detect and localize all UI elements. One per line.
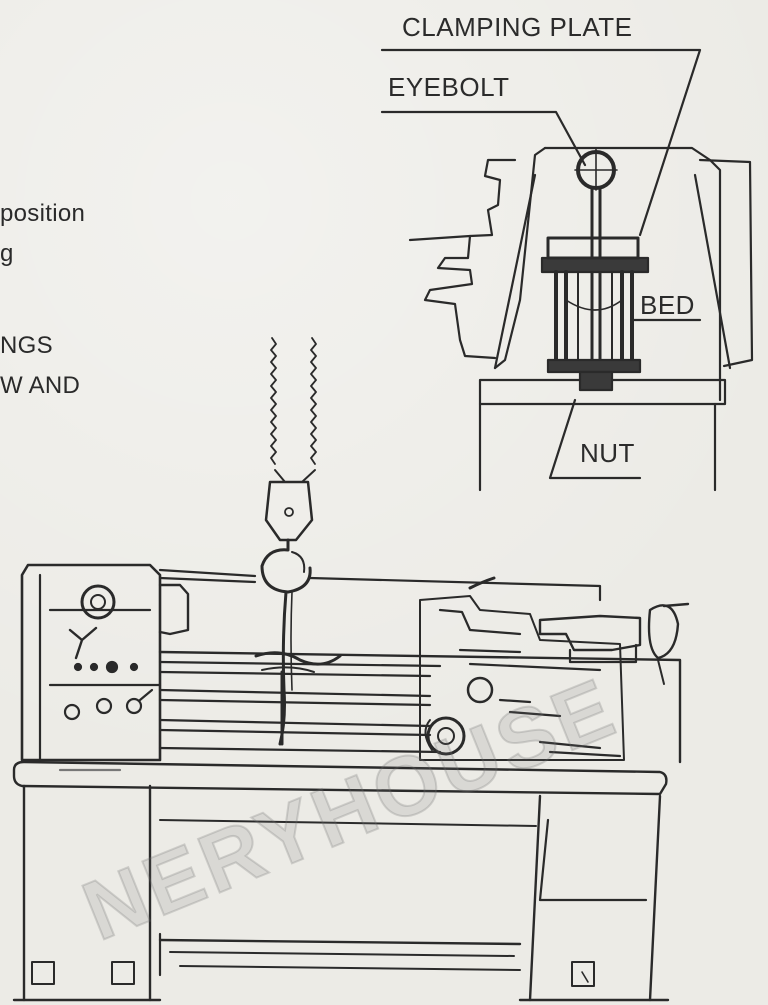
apron-handwheel [426, 716, 466, 756]
label-nut: NUT [580, 438, 635, 468]
clamping-plate [540, 256, 650, 274]
chuck [158, 583, 190, 636]
nut-leader [548, 398, 642, 480]
stand-top [12, 760, 668, 796]
headstock-dial [80, 584, 116, 620]
nut [578, 370, 614, 392]
chain-left [270, 337, 277, 465]
hook-block [264, 480, 314, 542]
right-cabinet [528, 794, 662, 1002]
headstock [20, 563, 162, 762]
label-bed: BED [640, 290, 695, 320]
tailstock [538, 614, 642, 652]
text-fragment-position: position [0, 200, 86, 227]
text-fragment-ngs: NGS [0, 332, 53, 359]
clamping-detail-inset [380, 48, 754, 492]
hook [260, 538, 312, 594]
label-eyebolt: EYEBOLT [388, 72, 510, 102]
text-fragment-w-and: W AND [0, 372, 81, 399]
chip-tray-rail [159, 819, 537, 827]
bed-top-rail [478, 378, 727, 406]
left-cabinet [22, 784, 152, 1002]
clamping-plate-leader [380, 48, 702, 237]
label-clamping-plate: CLAMPING PLATE [402, 12, 633, 42]
carriage-apron [419, 595, 625, 761]
eyebolt-leader [380, 110, 587, 167]
bed-ways [158, 650, 682, 764]
chain-right [310, 337, 317, 465]
tailstock-handwheel [647, 604, 680, 660]
lathe-machine [12, 563, 690, 1002]
text-fragment-g: g [0, 240, 14, 267]
lifting-chain-hook [260, 337, 317, 746]
